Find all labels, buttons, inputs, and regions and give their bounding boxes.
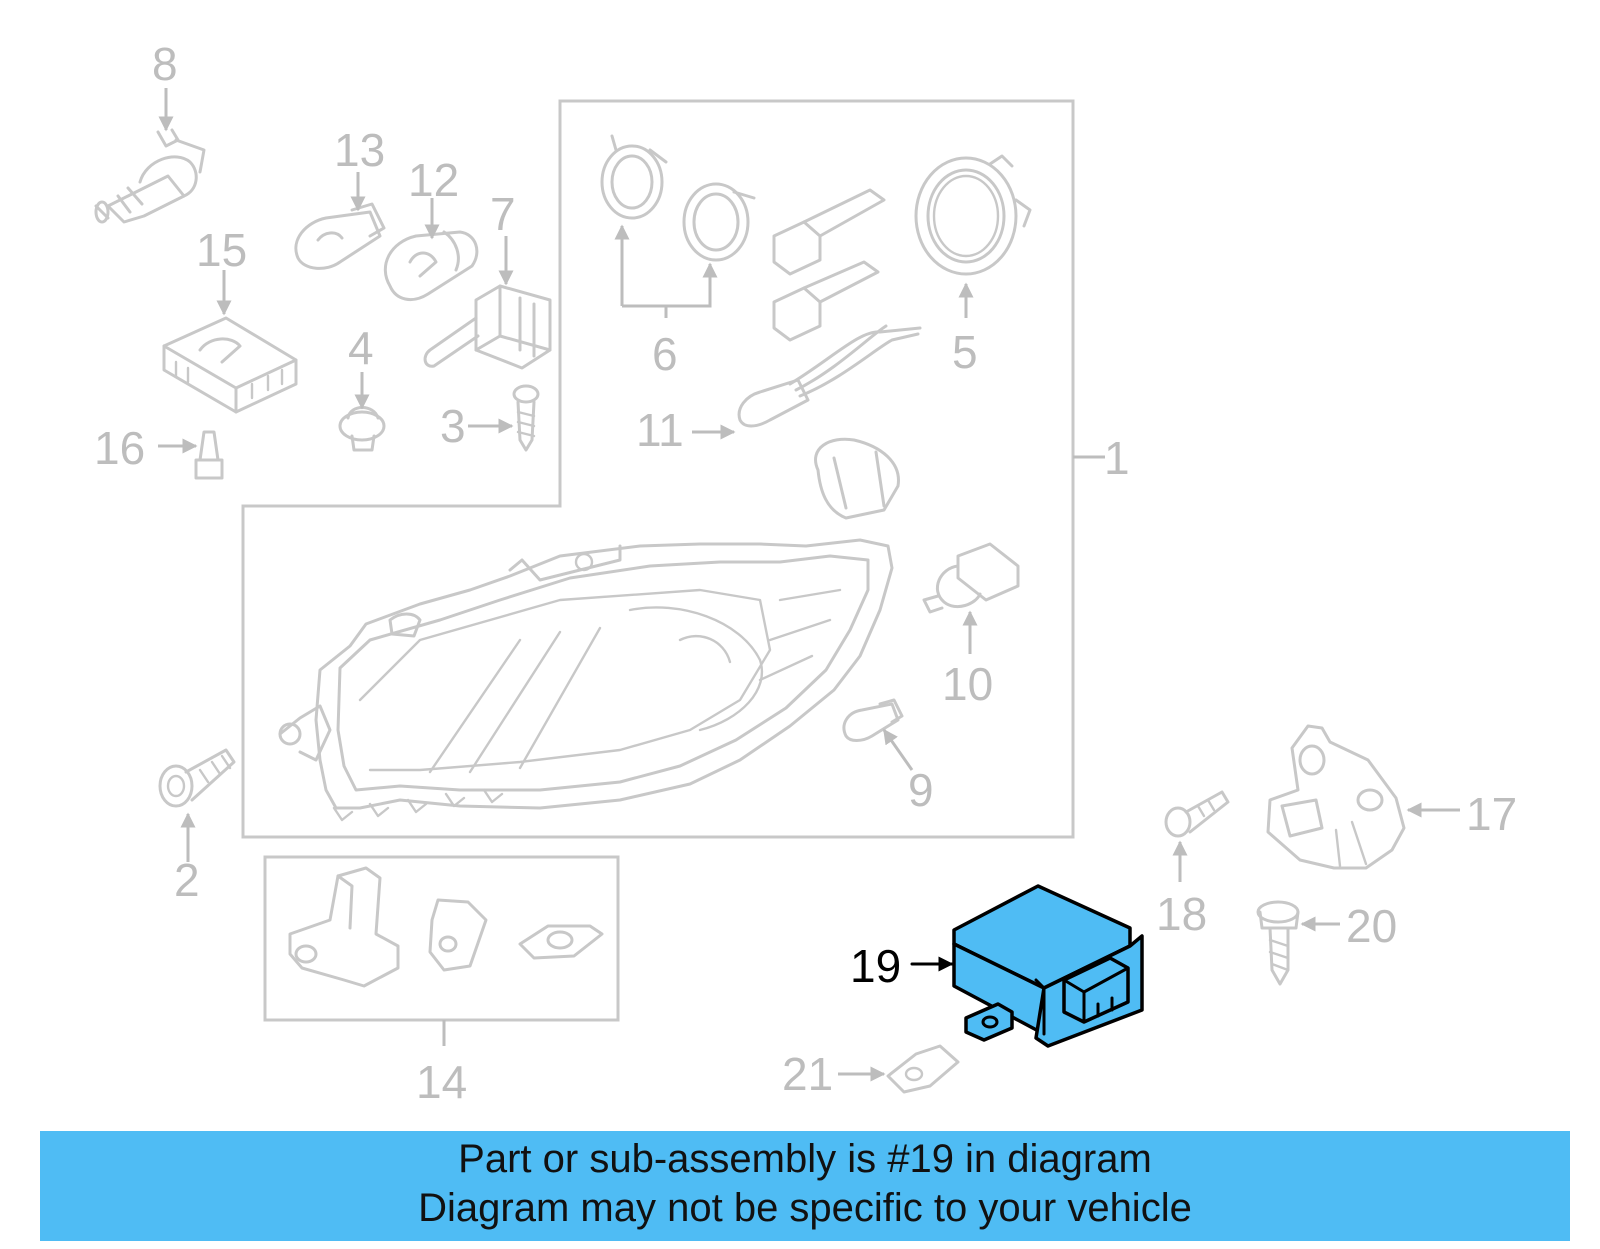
part-21-clip-nut	[886, 1044, 960, 1094]
headlamp-body	[278, 538, 894, 822]
callout-4: 4	[348, 322, 374, 374]
callout-9: 9	[908, 764, 934, 816]
part-7-socket	[423, 284, 552, 370]
part-10-socket	[922, 542, 1020, 614]
banner-line-part: Part or sub-assembly is #19 in diagram	[458, 1137, 1152, 1181]
part-13-wedge-bulb	[294, 202, 386, 270]
part-8-bulb	[94, 128, 206, 224]
info-banner: Part or sub-assembly is #19 in diagram D…	[40, 1131, 1570, 1241]
callout-20: 20	[1346, 900, 1397, 952]
bulb-holder	[814, 437, 900, 520]
callout-21: 21	[782, 1048, 833, 1100]
callout-14: 14	[416, 1056, 467, 1108]
part-19-control-module[interactable]	[952, 884, 1144, 1048]
callout-6: 6	[652, 328, 678, 380]
part-14-brackets	[288, 866, 604, 988]
part-17-bracket	[1266, 724, 1406, 870]
headlamp-assembly-frame	[241, 99, 1075, 839]
callout-7: 7	[490, 188, 516, 240]
part-11-harness	[737, 324, 922, 428]
part-15-module	[162, 316, 298, 414]
part-20-bolt	[1256, 900, 1300, 986]
callout-2: 2	[174, 854, 200, 906]
part-2-bolt	[158, 748, 236, 808]
callout-17: 17	[1466, 788, 1517, 840]
callout-12: 12	[408, 154, 459, 206]
callout-10: 10	[942, 658, 993, 710]
banner-line-disclaimer: Diagram may not be specific to your vehi…	[418, 1186, 1192, 1230]
callout-19[interactable]: 19	[850, 940, 901, 992]
part-5-ring	[914, 154, 1032, 276]
part-6-rings	[600, 134, 886, 342]
callout-5: 5	[952, 326, 978, 378]
part-16-pin	[194, 430, 224, 480]
callout-16: 16	[94, 422, 145, 474]
callout-8: 8	[152, 38, 178, 90]
callout-1: 1	[1104, 432, 1130, 484]
callout-15: 15	[196, 224, 247, 276]
part-9-bulb	[842, 698, 904, 742]
bracket-kit-frame	[263, 855, 620, 1022]
part-3-screw	[512, 384, 540, 452]
callout-13: 13	[334, 124, 385, 176]
part-18-screw	[1164, 790, 1230, 838]
part-4-clip	[338, 406, 386, 452]
callout-18: 18	[1156, 888, 1207, 940]
callout-11: 11	[636, 404, 684, 456]
part-12-bulb	[383, 230, 479, 302]
callout-3: 3	[440, 400, 466, 452]
